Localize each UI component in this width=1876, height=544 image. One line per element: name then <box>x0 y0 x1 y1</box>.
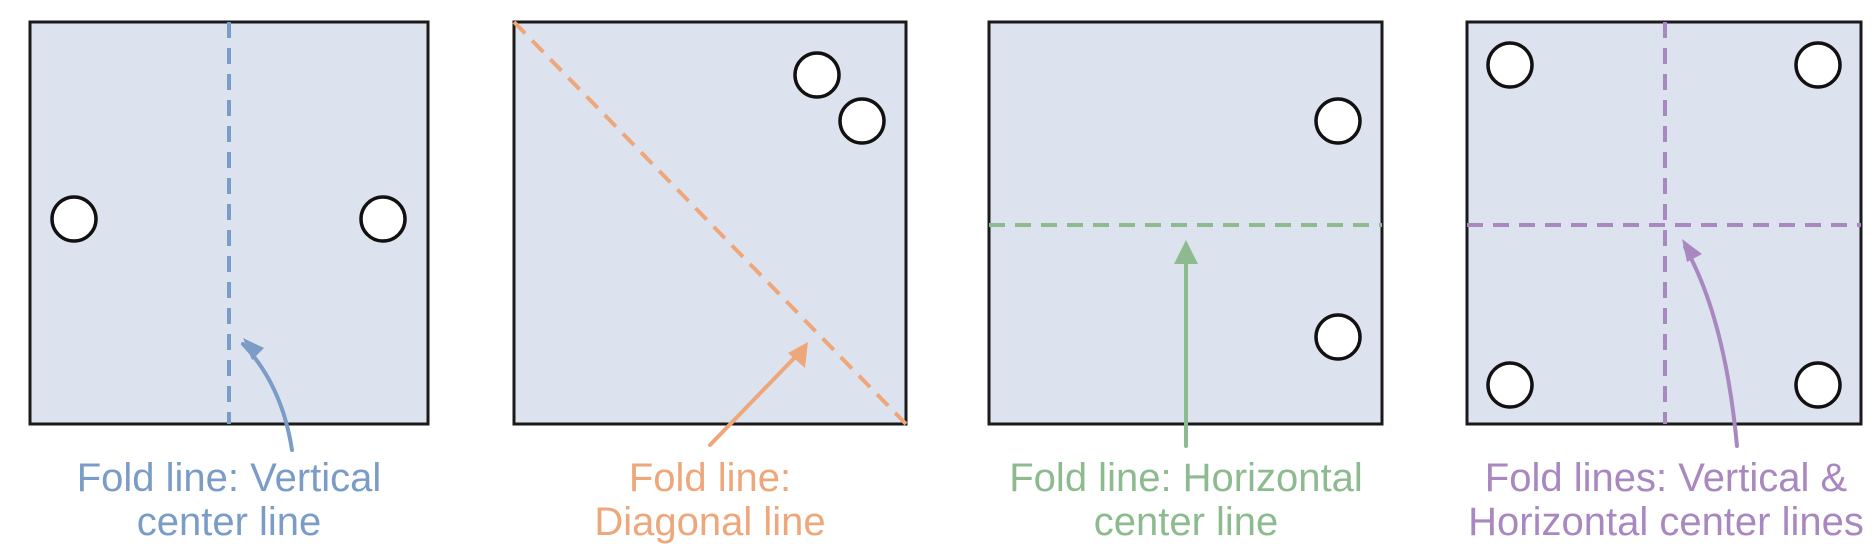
punched-hole <box>1794 41 1842 89</box>
arrowhead <box>788 342 808 368</box>
caption-horizontal: Fold line: Horizontal center line <box>946 456 1426 544</box>
caption-line-1: Fold lines: Vertical & <box>1484 456 1848 500</box>
panel-diagonal <box>512 20 908 447</box>
caption-line-2: Diagonal line <box>594 500 826 544</box>
punched-hole <box>793 51 841 99</box>
panel-both <box>1465 20 1863 448</box>
caption-line-2: center line <box>136 500 322 544</box>
punched-hole <box>50 195 98 243</box>
caption-line-1: Fold line: <box>628 456 792 500</box>
punched-hole <box>1794 361 1842 409</box>
punched-hole <box>838 97 886 145</box>
panel-horizontal <box>987 20 1384 448</box>
caption-line-1: Fold line: Vertical <box>76 456 382 500</box>
caption-line-2: Horizontal center lines <box>1468 500 1864 544</box>
punched-hole <box>1486 41 1534 89</box>
arrowhead <box>243 338 264 360</box>
caption-line-2: center line <box>1093 500 1279 544</box>
arrowhead <box>1682 239 1702 262</box>
caption-both: Fold lines: Vertical & Horizontal center… <box>1426 456 1876 544</box>
punched-hole <box>1314 97 1362 145</box>
caption-vertical: Fold line: Vertical center line <box>0 456 469 544</box>
punched-hole <box>1314 313 1362 361</box>
punched-hole <box>359 195 407 243</box>
punched-hole <box>1486 361 1534 409</box>
arrowhead <box>1174 240 1198 264</box>
caption-diagonal: Fold line: Diagonal line <box>470 456 950 544</box>
fold-line-diagonal <box>512 20 908 426</box>
panel-vertical <box>28 20 430 452</box>
caption-arrow <box>708 348 804 447</box>
caption-line-1: Fold line: Horizontal <box>1009 456 1363 500</box>
caption-arrow <box>1683 245 1739 448</box>
